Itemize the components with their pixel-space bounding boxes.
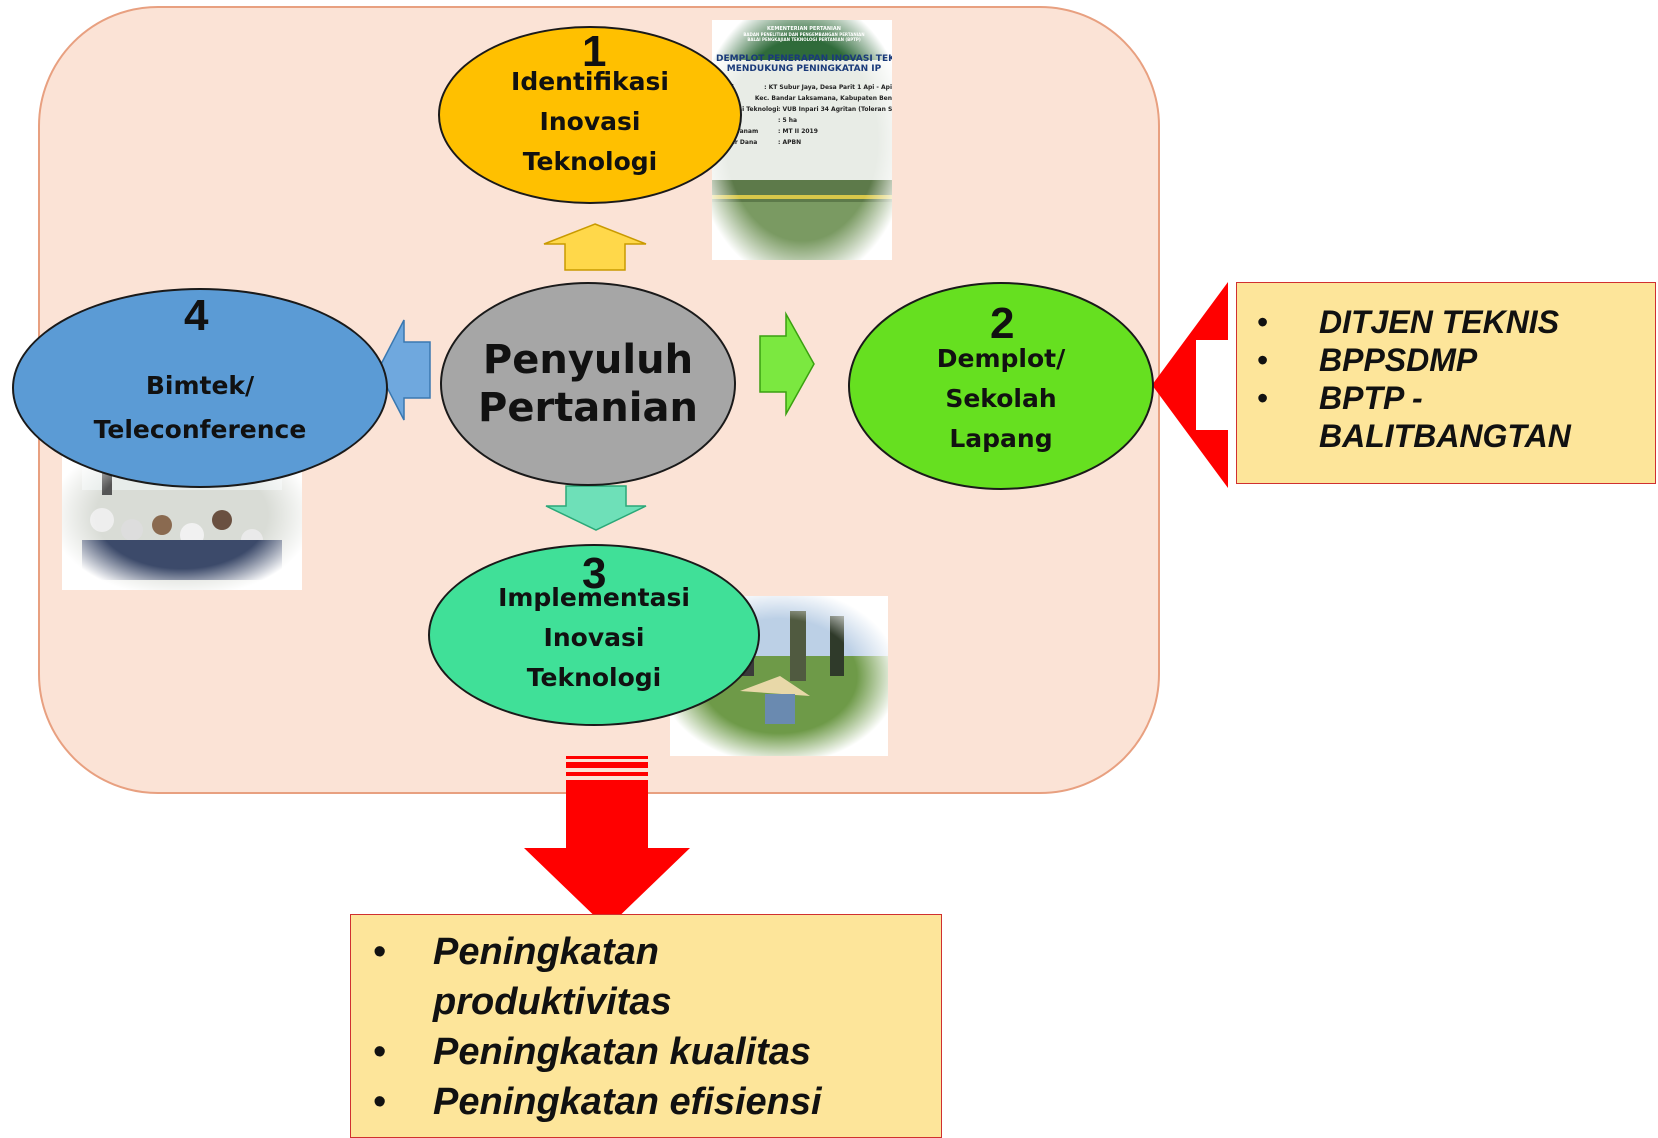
arrow-left [377, 319, 431, 421]
sign-row: umber Dana : APBN [716, 137, 892, 148]
sources-box: •DITJEN TEKNIS •BPPSDMP •BPTP - BALITBAN… [1236, 282, 1656, 484]
source-item: •BPTP - [1257, 380, 1423, 416]
step4-number: 4 [184, 291, 209, 340]
sign-text: KEMENTERIAN PERTANIAN BADAN PENELITIAN D… [716, 26, 892, 148]
arrow-down [545, 485, 647, 531]
sign-row-value: : APBN [778, 139, 802, 146]
step3-implementasi-node: Implementasi Inovasi Teknologi [428, 544, 760, 726]
outcome-item: •Peningkatan kualitas [373, 1031, 812, 1073]
outcome-item-continued: produktivitas [433, 981, 672, 1023]
center-label-line1: Penyuluh [482, 337, 694, 383]
arrow-up [543, 223, 647, 271]
sign-row: lusim Tanam: MT II 2019 [716, 126, 892, 137]
sign-line: BADAN PENELITIAN DAN PENGEMBANGAN PERTAN… [743, 32, 865, 37]
step2-number: 2 [990, 299, 1015, 348]
step3-line: Inovasi [543, 623, 645, 652]
sign-row-value: : VUB Inpari 34 Agritan (Toleran S [778, 106, 892, 113]
step4-line: Teleconference [93, 415, 307, 444]
demplot-sign-photo: KEMENTERIAN PERTANIAN BADAN PENELITIAN D… [712, 20, 892, 260]
step2-demplot-node: Demplot/ Sekolah Lapang [848, 282, 1154, 490]
step1-line: Identifikasi [511, 67, 669, 96]
sign-row: uas: 5 ha [716, 115, 892, 126]
penyuluh-pertanian-node: Penyuluh Pertanian [440, 282, 736, 486]
big-red-arrow-down [524, 756, 690, 928]
sign-line: MENDUKUNG PENINGKATAN IP [726, 64, 882, 74]
outcome-item: •Peningkatan efisiensi [373, 1081, 822, 1123]
step2-line: Sekolah [945, 384, 1057, 413]
arrow-right [759, 311, 815, 417]
source-item-continued: BALITBANGTAN [1319, 418, 1571, 454]
step3-line: Implementasi [498, 583, 690, 612]
sign-line: KEMENTERIAN PERTANIAN [767, 26, 841, 32]
step1-line: Teknologi [522, 147, 658, 176]
sign-row-value: : KT Subur Jaya, Desa Parit 1 Api - Api [764, 84, 892, 91]
sign-row-label: umber Dana [716, 139, 758, 146]
sign-row: okasi: KT Subur Jaya, Desa Parit 1 Api -… [716, 82, 892, 93]
step4-bimtek-node: Bimtek/ Teleconference [12, 288, 388, 488]
sign-line: DEMPLOT PENERAPAN INOVASI TEKNOL [716, 54, 892, 64]
step3-line: Teknologi [526, 663, 662, 692]
center-label-line2: Pertanian [478, 385, 698, 431]
step1-number: 1 [582, 27, 607, 76]
sign-row: troduksi Teknologi: VUB Inpari 34 Agrita… [716, 104, 892, 115]
source-item: •DITJEN TEKNIS [1257, 304, 1560, 340]
sign-row-value: : MT II 2019 [778, 128, 818, 135]
step1-line: Inovasi [539, 107, 641, 136]
source-item: •BPPSDMP [1257, 342, 1478, 378]
sign-row: Kec. Bandar Laksamana, Kabupaten Ben [716, 93, 892, 104]
big-red-arrow-left [1152, 282, 1228, 488]
step4-line: Bimtek/ [145, 371, 255, 400]
sign-row-value: Kec. Bandar Laksamana, Kabupaten Ben [754, 95, 892, 102]
sign-row-value: : 5 ha [778, 117, 798, 124]
sign-row-label: troduksi Teknologi [716, 106, 779, 113]
step1-identifikasi-node: Identifikasi Inovasi Teknologi [438, 26, 742, 204]
step2-line: Lapang [949, 424, 1053, 453]
outcomes-box: •Peningkatan produktivitas •Peningkatan … [350, 914, 942, 1138]
step2-line: Demplot/ [936, 344, 1066, 373]
outcome-item: •Peningkatan [373, 931, 659, 973]
sign-line: BALAI PENGKAJIAN TEKNOLOGI PERTANIAN (BP… [747, 37, 861, 42]
step3-number: 3 [582, 549, 607, 598]
